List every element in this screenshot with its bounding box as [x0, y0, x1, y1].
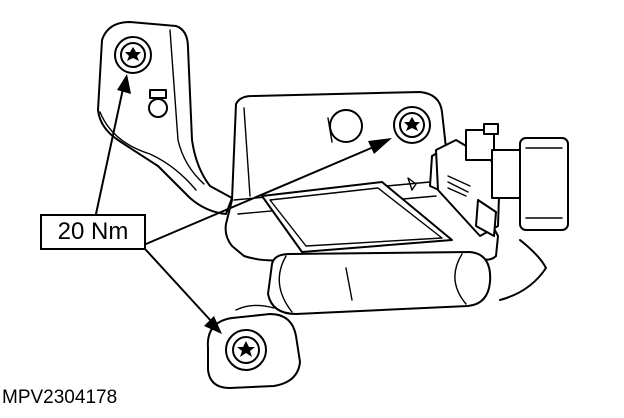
figure-reference-code: MPV2304178 [2, 387, 118, 408]
torx-bolt-icon [114, 36, 152, 74]
leader-lines [95, 74, 392, 334]
housing-inset-plate [261, 181, 453, 253]
lower-tube [267, 251, 492, 315]
torx-bolt-icon [393, 106, 431, 144]
torx-bolt-icon [225, 329, 267, 371]
arrowhead-icon [117, 74, 131, 94]
arrowhead-icon [204, 316, 222, 334]
sensor-assembly [407, 123, 569, 301]
torque-callout-label: 20 Nm [40, 214, 146, 250]
arrowhead-icon [368, 138, 392, 154]
